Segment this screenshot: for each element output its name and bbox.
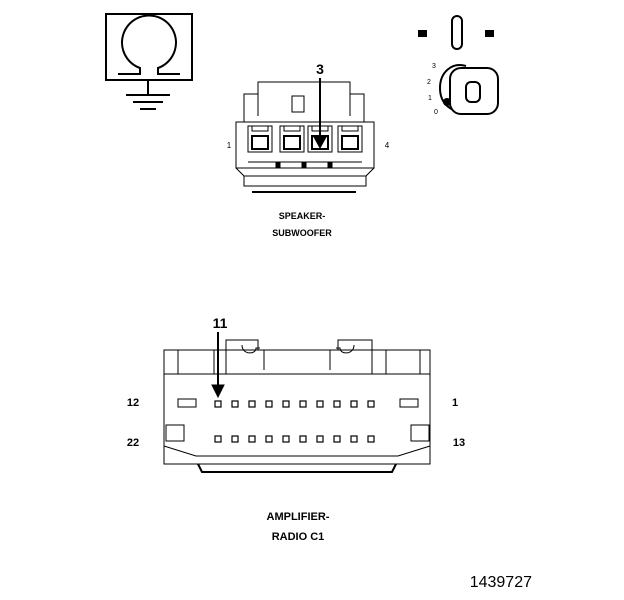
speaker-caption-line1: SPEAKER- bbox=[279, 211, 326, 221]
pin-label-13: 13 bbox=[453, 437, 465, 449]
callout-label-3: 3 bbox=[316, 61, 324, 77]
arrow-down-icon bbox=[211, 384, 225, 399]
amplifier-caption-line1: AMPLIFIER- bbox=[267, 511, 330, 523]
callout-label-11: 11 bbox=[213, 315, 228, 331]
cavity-1 bbox=[247, 125, 273, 153]
pin-label-4: 4 bbox=[385, 141, 390, 150]
key-slot-icon bbox=[451, 15, 463, 50]
connector-body bbox=[163, 349, 431, 465]
row1-cavities bbox=[214, 400, 375, 408]
key-position-1: 1 bbox=[428, 95, 432, 102]
cavity-2 bbox=[279, 125, 305, 153]
ohm-symbol-icon bbox=[118, 14, 180, 75]
amplifier-caption-line2: RADIO C1 bbox=[272, 531, 325, 543]
speaker-caption-line2: SUBWOOFER bbox=[272, 228, 332, 238]
key-head-icon bbox=[449, 67, 499, 115]
key-off-mark-left bbox=[418, 30, 427, 37]
speaker-subwoofer-connector bbox=[235, 78, 375, 193]
pin-label-22: 22 bbox=[127, 437, 139, 449]
key-position-3: 3 bbox=[432, 63, 436, 70]
connector-latch bbox=[243, 81, 365, 122]
ohmmeter-ground-symbol bbox=[105, 13, 193, 110]
pin-label-1: 1 bbox=[452, 397, 458, 409]
cavity-4 bbox=[337, 125, 363, 153]
key-position-0: 0 bbox=[434, 109, 438, 116]
pin-label-1: 1 bbox=[227, 141, 232, 150]
pin-label-12: 12 bbox=[127, 397, 139, 409]
key-position-2: 2 bbox=[427, 79, 431, 86]
ignition-key-symbol: 3 2 1 0 bbox=[418, 15, 499, 116]
connector-latch bbox=[225, 339, 373, 374]
connector-key-ridge bbox=[197, 463, 397, 473]
connector-body bbox=[235, 121, 375, 169]
figure-number: 1439727 bbox=[470, 574, 532, 591]
row2-cavities bbox=[214, 435, 375, 443]
key-off-mark-right bbox=[485, 30, 494, 37]
arrow-down-icon bbox=[313, 136, 327, 150]
amplifier-radio-c1-connector bbox=[163, 332, 431, 473]
meter-box bbox=[105, 13, 193, 81]
